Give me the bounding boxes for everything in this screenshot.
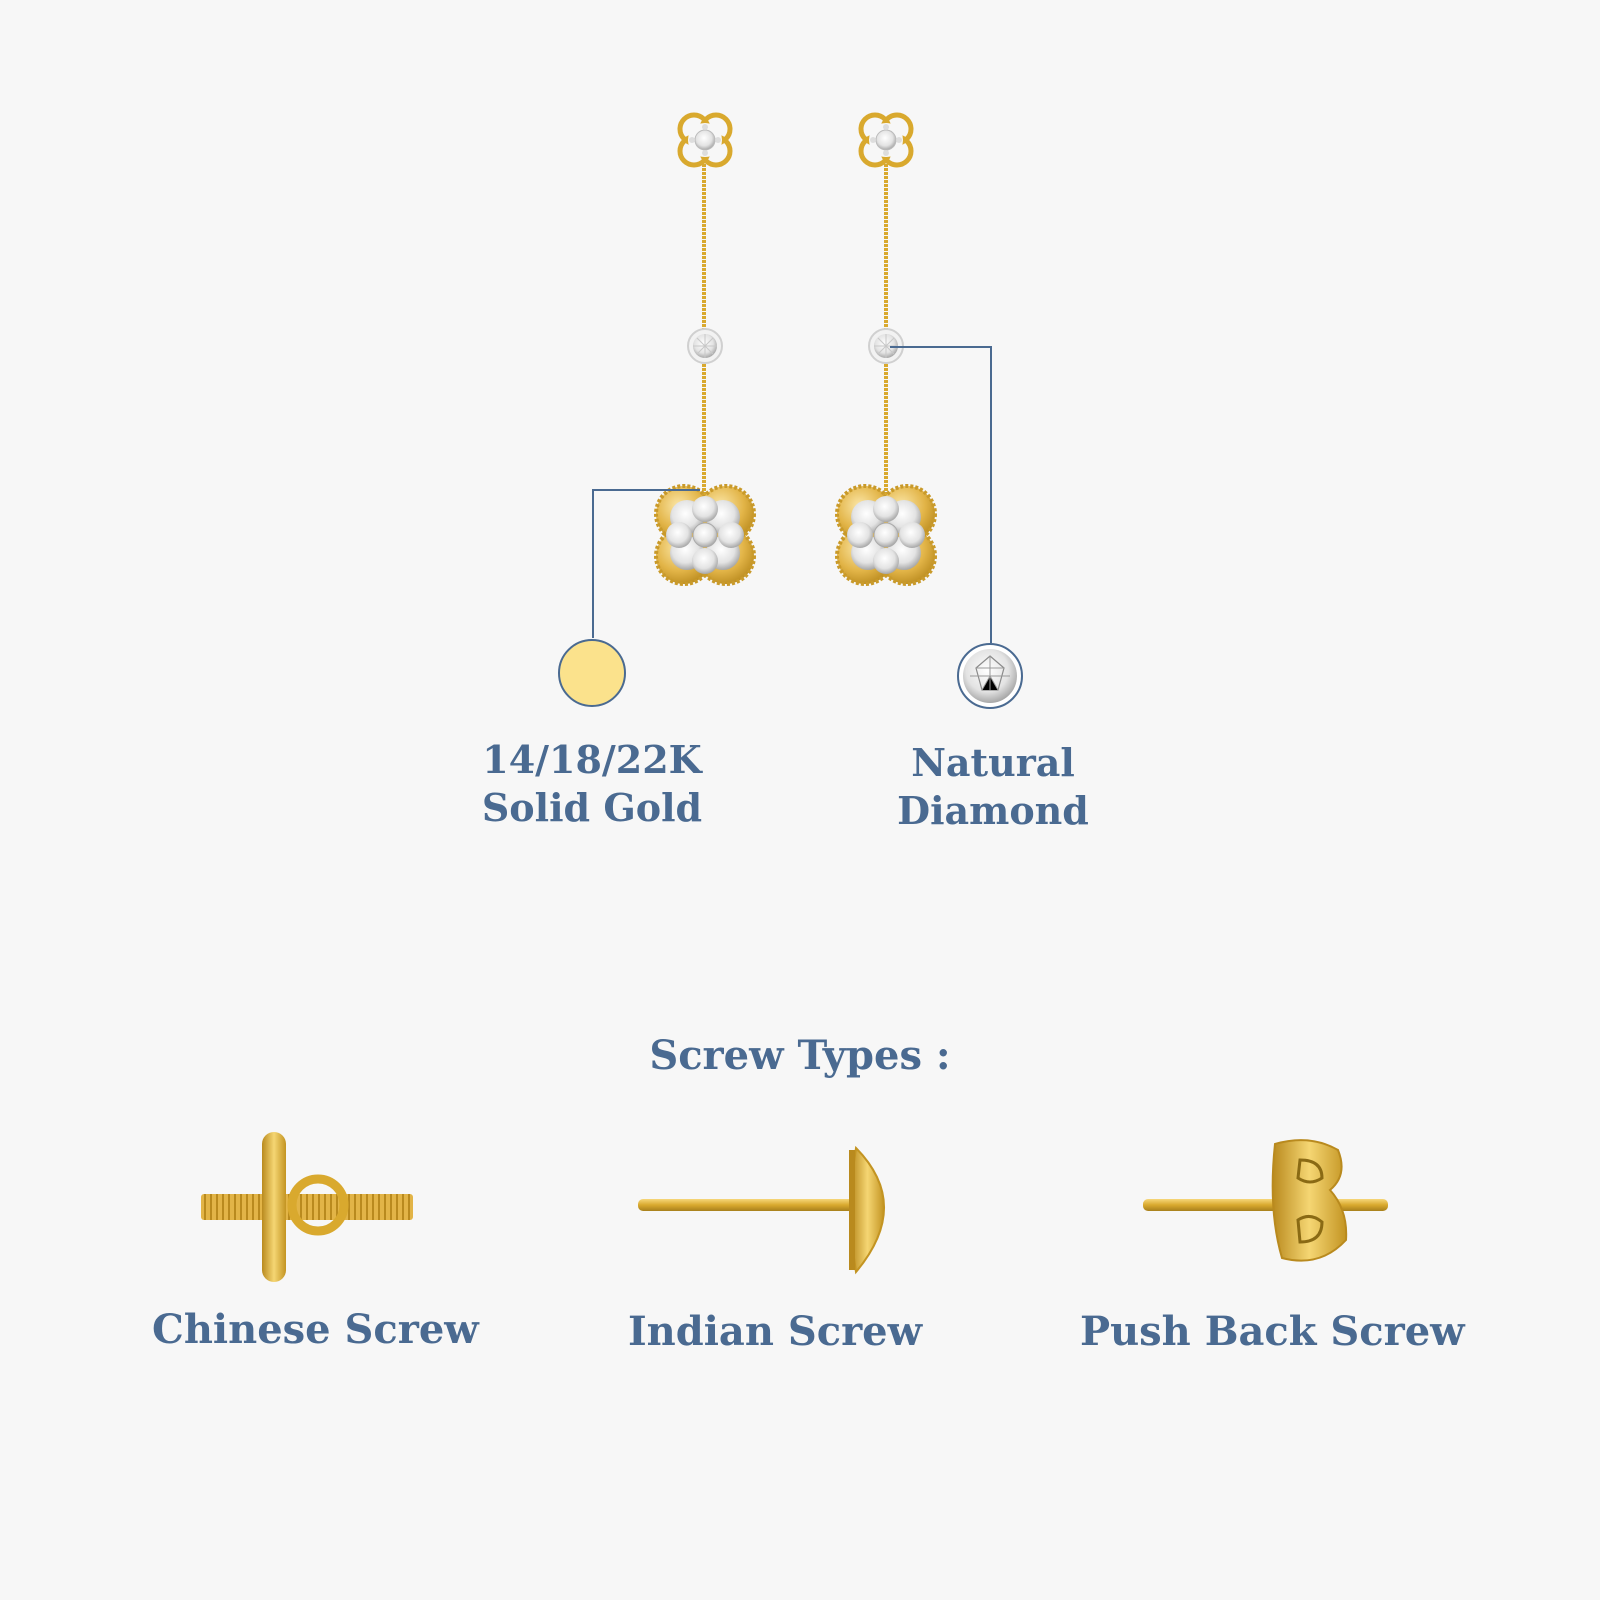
indian-screw-label: Indian Screw	[627, 1308, 923, 1355]
gold-swatch	[558, 639, 626, 707]
chinese-screw-label: Chinese Screw	[152, 1306, 479, 1353]
gold-material-label: 14/18/22K Solid Gold	[442, 736, 742, 832]
diamond-type-text: Diamond	[897, 788, 1089, 833]
right-earring	[835, 115, 937, 586]
earrings-illustration	[558, 0, 1023, 709]
diamond-origin-text: Natural	[911, 740, 1075, 785]
earrings-svg	[558, 0, 1023, 709]
gold-type-text: Solid Gold	[481, 785, 703, 830]
gold-callout-line	[592, 489, 700, 638]
push-back-screw-label: Push Back Screw	[1080, 1308, 1465, 1355]
diamond-material-label: Natural Diamond	[843, 739, 1143, 835]
gold-karat-text: 14/18/22K	[482, 737, 702, 782]
push-back-screw-icon	[1143, 1139, 1388, 1262]
diamond-callout-line	[890, 346, 992, 643]
screw-icons-row	[0, 1120, 1600, 1290]
indian-screw-icon	[638, 1145, 885, 1275]
diamond-swatch-icon	[957, 643, 1023, 709]
screw-types-heading: Screw Types :	[649, 1032, 951, 1079]
left-earring	[654, 115, 756, 586]
chinese-screw-icon	[201, 1132, 413, 1282]
